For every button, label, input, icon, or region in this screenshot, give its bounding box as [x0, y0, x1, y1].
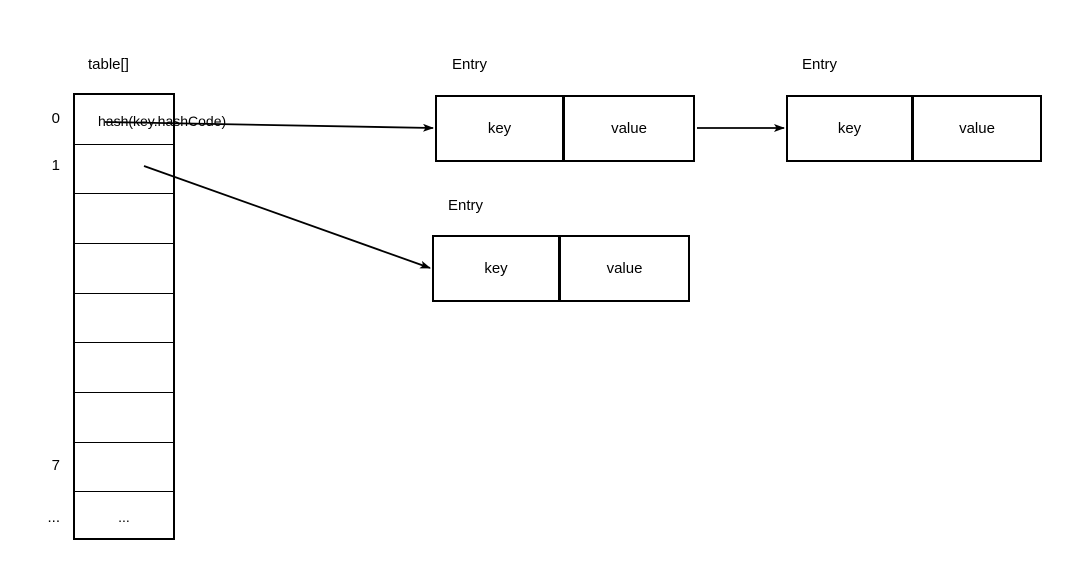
entry-2-value-cell: value — [959, 119, 995, 137]
array-index-label-8: ... — [47, 509, 60, 526]
entry-1-key-cell: key — [437, 97, 565, 160]
entry-1-value-cell: value — [611, 119, 647, 137]
entry-1-label: Entry — [452, 56, 488, 73]
entry-2-label: Entry — [802, 56, 838, 73]
table-cell-8-text: ... — [118, 509, 130, 526]
entry-1-box[interactable]: key value — [435, 95, 695, 162]
table-array: ... — [73, 93, 175, 540]
table-cell-7[interactable] — [75, 443, 173, 493]
array-index-label-7: 7 — [51, 457, 60, 474]
table-cell-6[interactable] — [75, 393, 173, 443]
array-index-label-0: 0 — [51, 110, 60, 127]
table-cell-2[interactable] — [75, 194, 173, 244]
array-index-label-1: 1 — [51, 157, 60, 174]
table-cell-0[interactable] — [75, 95, 173, 145]
entry-3-label: Entry — [448, 197, 484, 214]
entry-3-key-cell: key — [434, 237, 561, 300]
entry-3-value-cell: value — [606, 259, 643, 277]
table-cell-1[interactable] — [75, 145, 173, 195]
entry-2-key-cell: key — [788, 97, 914, 160]
table-cell-5[interactable] — [75, 343, 173, 393]
table-cell-3[interactable] — [75, 244, 173, 294]
entry-2-box[interactable]: key value — [786, 95, 1042, 162]
entry-3-box[interactable]: key value — [432, 235, 690, 302]
table-cell-8[interactable]: ... — [75, 492, 173, 542]
hash-function-text: hash(key.hashCode) — [98, 113, 227, 129]
table-cell-4[interactable] — [75, 294, 173, 344]
table-array-label: table[] — [88, 56, 129, 73]
arrow-cell1-to-entry3 — [143, 165, 431, 269]
